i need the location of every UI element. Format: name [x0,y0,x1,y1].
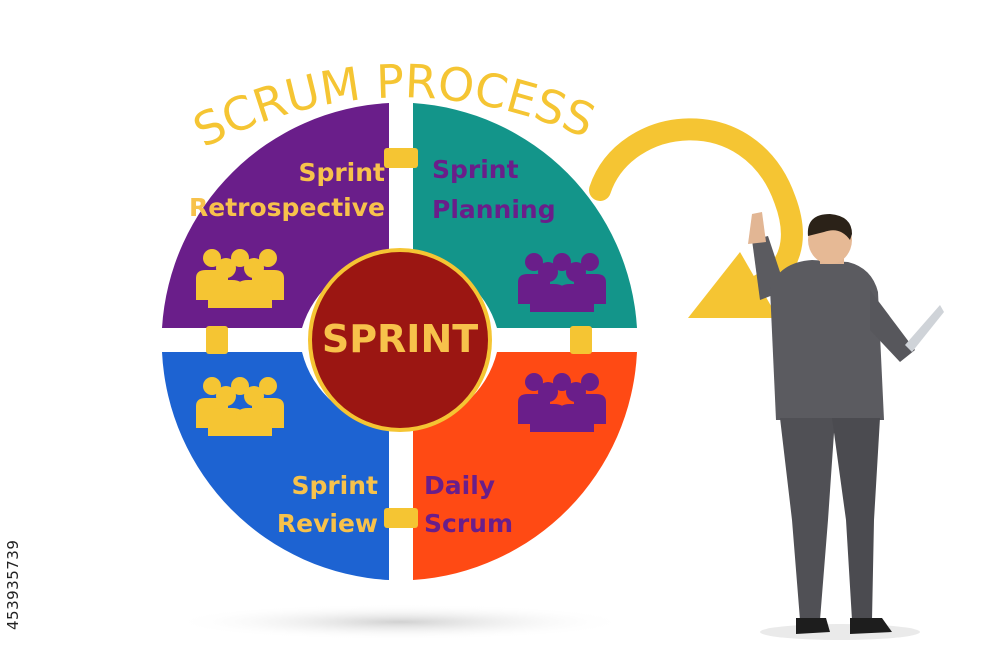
connector-top [384,148,418,168]
label-retrospective-2: Retrospective [189,193,385,222]
label-review-1: Sprint [291,471,378,500]
connector-left [206,326,228,354]
cycle-arrow-icon [589,118,803,318]
diagram-title: SCRUM PROCESS [185,54,603,158]
center-label: SPRINT [322,317,478,361]
label-planning-1: Sprint [432,155,519,184]
label-daily-1: Daily [424,471,495,500]
floor-shadow [170,604,630,640]
businessman-figure [748,212,944,640]
stock-image-id: 453935739 [4,539,22,630]
label-planning-2: Planning [432,195,556,224]
center-circle [312,252,488,428]
connector-bottom [384,508,418,528]
label-retrospective-1: Sprint [298,158,385,187]
label-review-2: Review [277,509,378,538]
connector-right [570,326,592,354]
label-daily-2: Scrum [424,509,513,538]
